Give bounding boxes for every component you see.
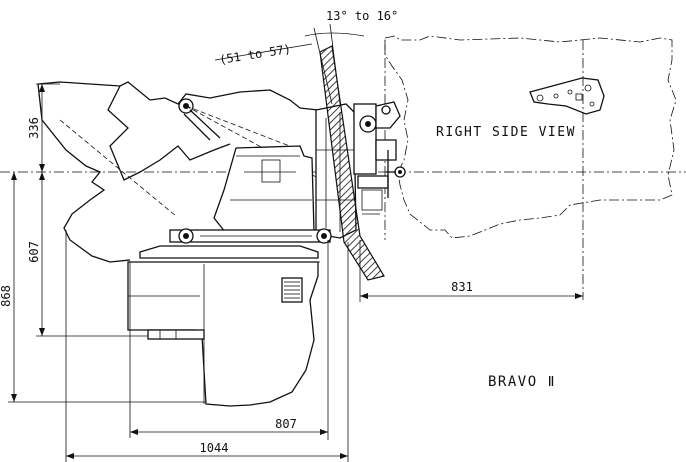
dimension-height-607: 607 <box>27 172 148 337</box>
gimbal-housing-outline <box>37 81 319 111</box>
length-831-label: 831 <box>451 280 473 294</box>
dimension-length-1044: 1044 <box>65 230 349 462</box>
length-807-label: 807 <box>275 417 297 431</box>
gimbal-assembly <box>353 101 406 215</box>
dimension-trim-angle: 13° to 16° (51 to 57) <box>214 9 398 105</box>
drive-upper-outline <box>37 83 131 263</box>
trim-range-label: (51 to 57) <box>218 42 292 67</box>
drive-body <box>127 103 357 407</box>
tilt-housing <box>107 85 231 181</box>
dimension-height-336: 336 <box>27 83 60 172</box>
dimension-height-868: 868 <box>0 172 206 403</box>
tilt-pivot <box>178 98 221 141</box>
height-868-label: 868 <box>0 285 13 307</box>
trim-line-2 <box>185 105 319 179</box>
dimension-length-831: 831 <box>359 240 583 302</box>
engine-bracket <box>529 77 605 115</box>
trim-angle-label: 13° to 16° <box>326 9 398 23</box>
engine-outline <box>384 35 677 239</box>
length-1044-label: 1044 <box>200 441 229 455</box>
trim-line-1 <box>185 105 301 151</box>
height-607-label: 607 <box>27 241 41 263</box>
view-label: RIGHT SIDE VIEW <box>436 125 576 140</box>
model-label: BRAVO Ⅱ <box>488 374 556 390</box>
trim-line-3 <box>59 119 177 217</box>
height-336-label: 336 <box>27 117 41 139</box>
dimension-length-807: 807 <box>129 240 329 440</box>
transom <box>319 45 385 281</box>
